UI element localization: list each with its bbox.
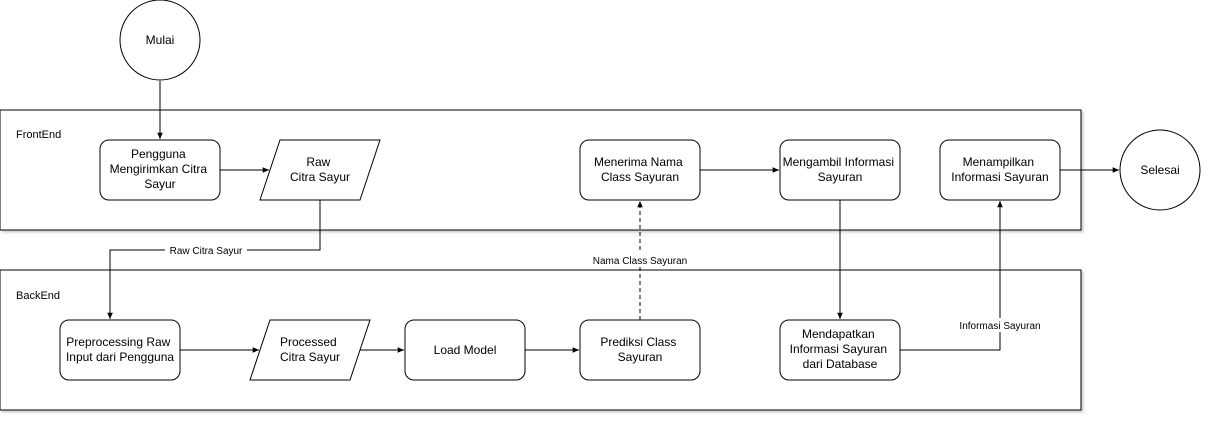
process-load-model[interactable]: Load Model <box>404 319 526 381</box>
edge-label-nama-class-text: Nama Class Sayuran <box>593 256 687 267</box>
process-load-model-label: Load Model <box>434 343 497 357</box>
edge-label-informasi-sayuran: Informasi Sayuran <box>953 318 1049 332</box>
data-raw-image[interactable]: Raw Citra Sayur <box>259 139 381 201</box>
lane-frontend-label: FrontEnd <box>16 129 61 141</box>
end-node[interactable]: Selesai <box>1119 129 1201 211</box>
start-node-label: Mulai <box>146 33 175 47</box>
process-receive-class-name[interactable]: Menerima Nama Class Sayuran <box>579 139 701 201</box>
process-receive-class-name-label: Menerima Nama Class Sayuran <box>594 155 686 184</box>
lane-backend-label: BackEnd <box>16 290 60 302</box>
process-get-from-database[interactable]: Mendapatkan Informasi Sayuran dari Datab… <box>779 319 901 381</box>
data-processed-image[interactable]: Processed Citra Sayur <box>249 319 371 381</box>
process-display-info[interactable]: Menampilkan Informasi Sayuran <box>939 139 1061 201</box>
edge-label-informasi-text: Informasi Sayuran <box>959 321 1040 332</box>
edge-db-to-display <box>900 201 1003 351</box>
process-user-sends-image-label: Pengguna Mengirimkan Citra Sayur <box>110 147 211 191</box>
process-fetch-info[interactable]: Mengambil Informasi Sayuran <box>779 139 901 201</box>
process-predict-class[interactable]: Prediksi Class Sayuran <box>579 319 701 381</box>
process-user-sends-image[interactable]: Pengguna Mengirimkan Citra Sayur <box>99 139 221 201</box>
process-fetch-info-label: Mengambil Informasi Sayuran <box>783 155 898 184</box>
data-processed-image-label: Processed Citra Sayur <box>280 335 340 364</box>
edge-label-raw-citra-sayur: Raw Citra Sayur <box>165 243 247 257</box>
process-display-info-label: Menampilkan Informasi Sayuran <box>951 155 1048 184</box>
process-predict-class-label: Prediksi Class Sayuran <box>600 335 679 364</box>
process-preprocessing[interactable]: Preprocessing Raw Input dari Pengguna <box>59 319 181 381</box>
data-raw-image-label: Raw Citra Sayur <box>290 155 350 184</box>
edge-label-raw-text: Raw Citra Sayur <box>170 246 243 257</box>
start-node[interactable]: Mulai <box>119 0 201 81</box>
process-get-from-database-label: Mendapatkan Informasi Sayuran dari Datab… <box>790 327 891 371</box>
end-node-label: Selesai <box>1140 163 1179 177</box>
edge-label-nama-class-sayuran: Nama Class Sayuran <box>588 253 694 267</box>
process-preprocessing-label: Preprocessing Raw Input dari Pengguna <box>66 335 174 364</box>
